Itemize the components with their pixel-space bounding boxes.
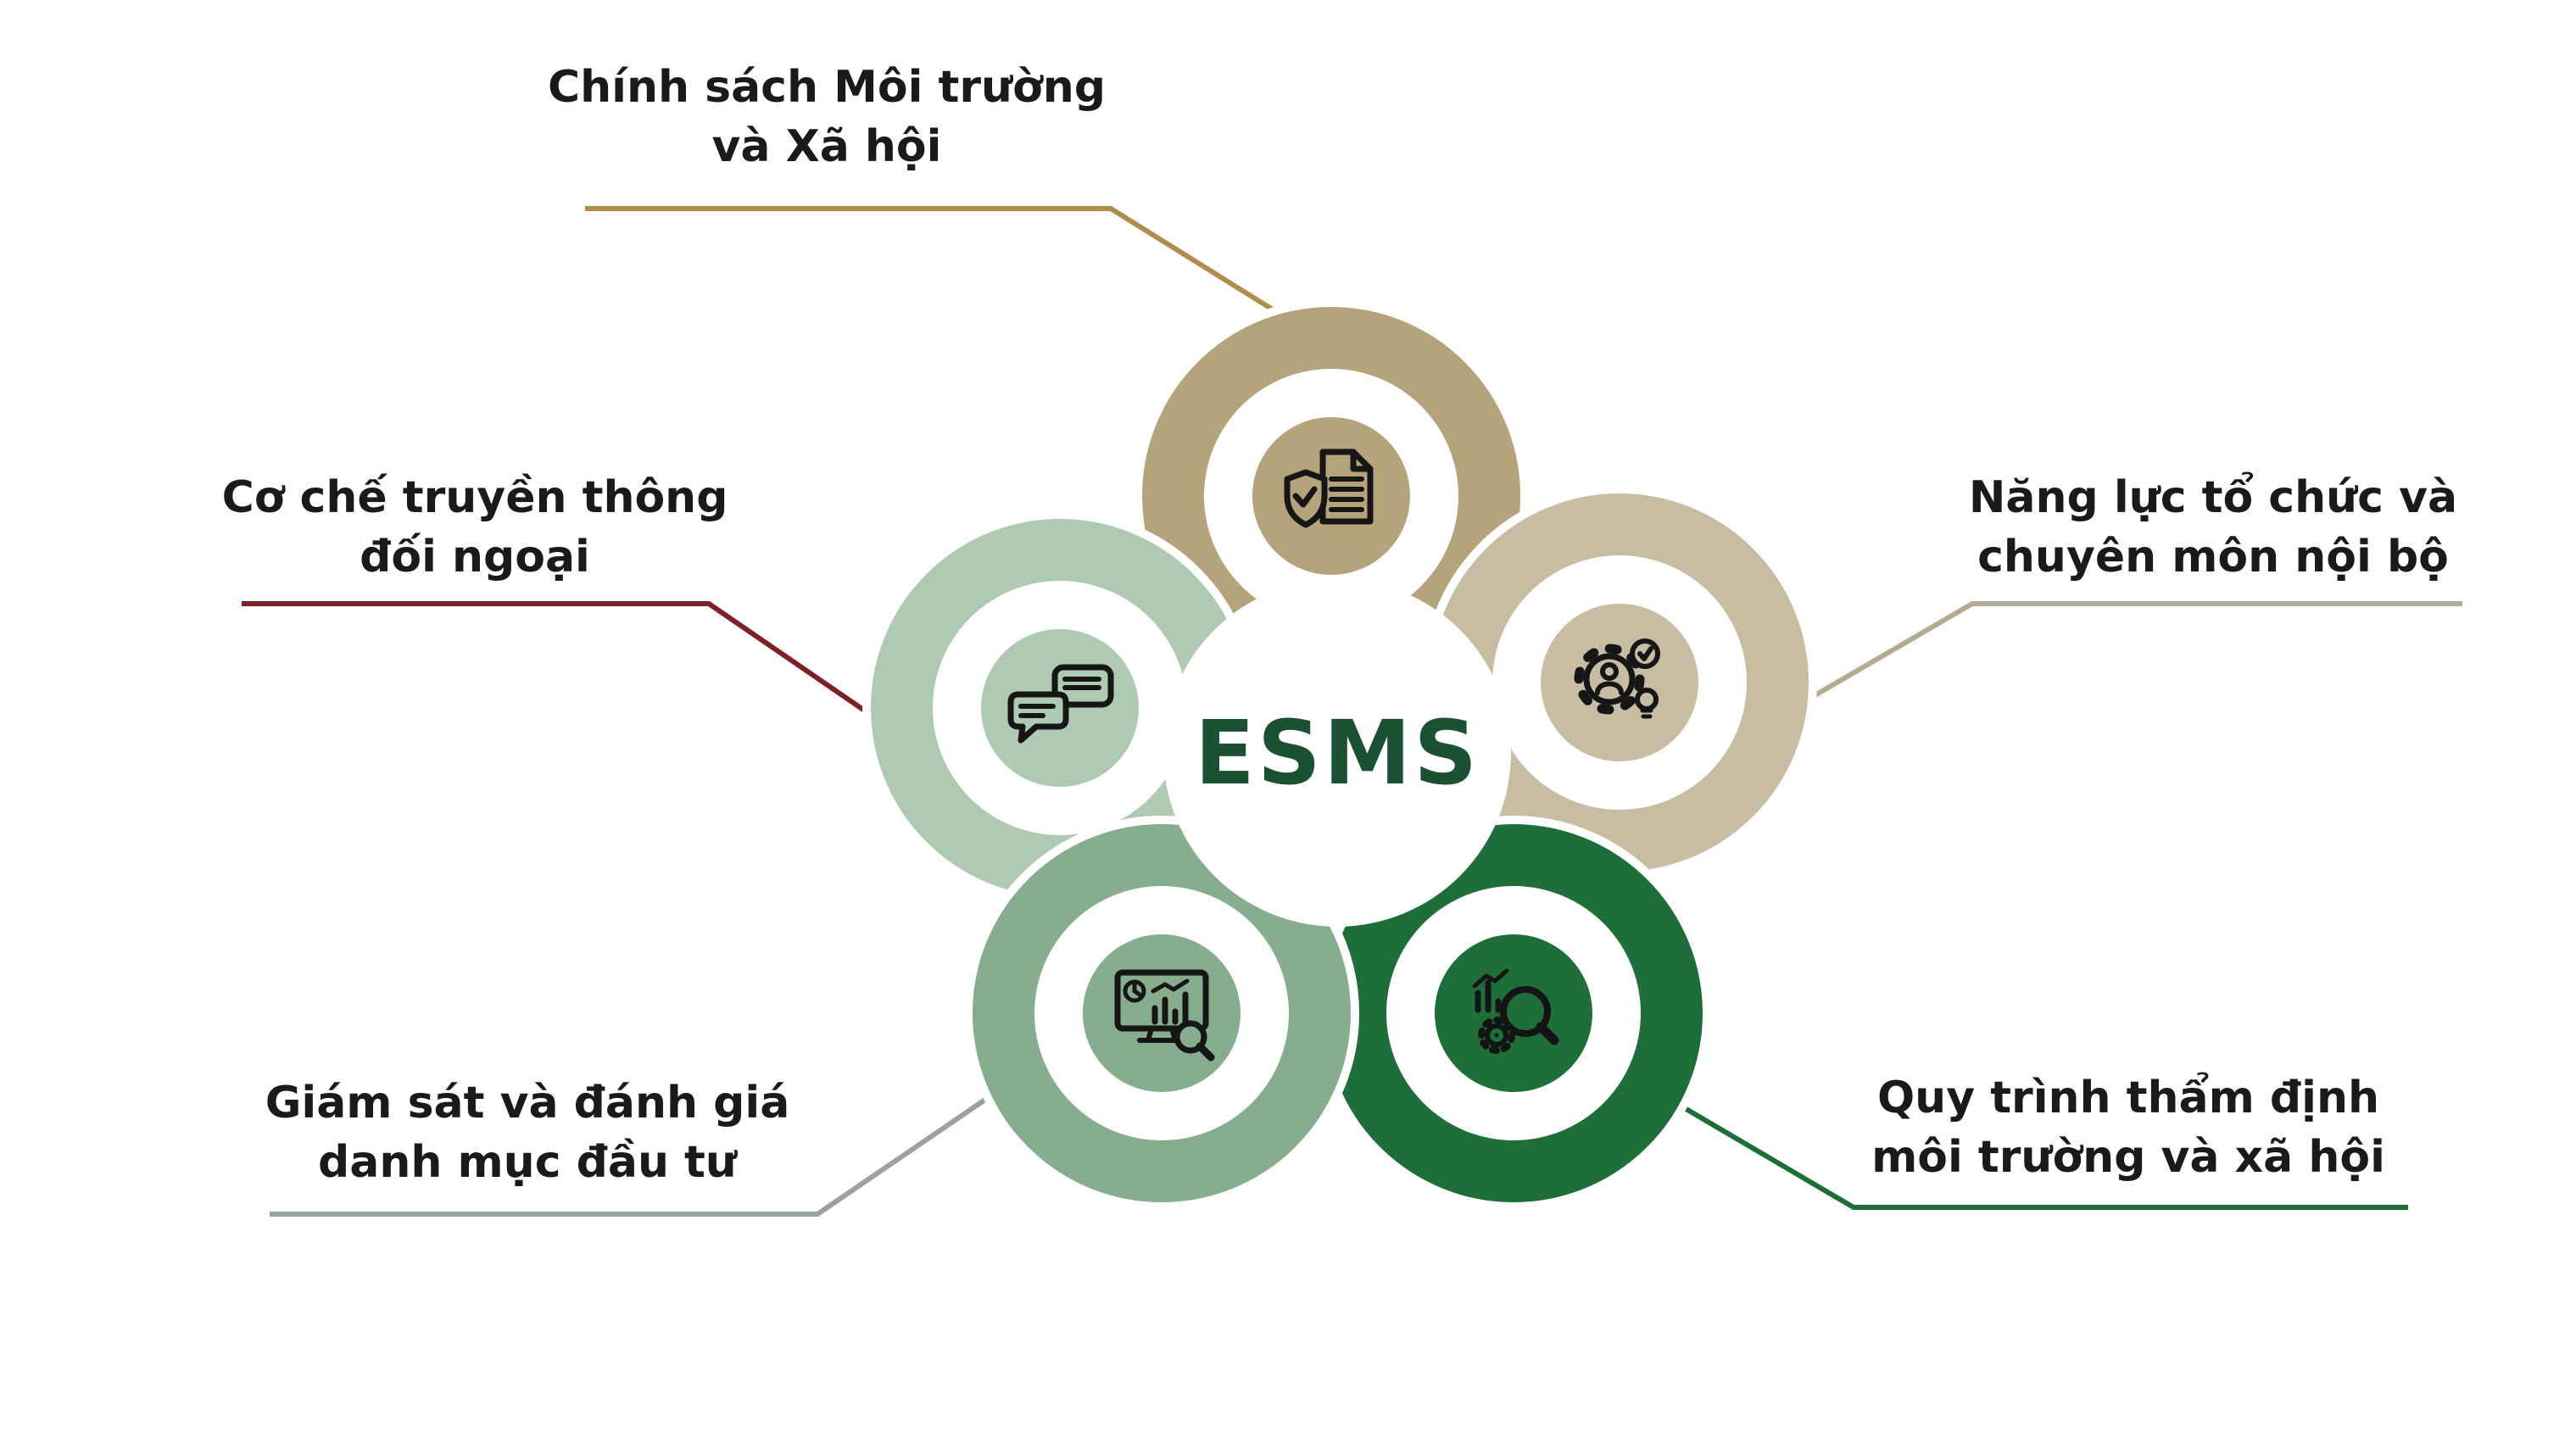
label-top: Chính sách Môi trường và Xã hội bbox=[548, 58, 1106, 176]
monitor-screen bbox=[1114, 969, 1209, 1032]
label-right-upper: Năng lực tổ chức và chuyên môn nội bộ bbox=[1969, 468, 2457, 587]
petal-right-upper-icon-bg bbox=[1541, 604, 1698, 761]
label-right-lower: Quy trình thẩm định môi trường và xã hội bbox=[1871, 1068, 2385, 1187]
label-left-lower-line1: Giám sát và đánh giá bbox=[265, 1078, 790, 1129]
label-top-line1: Chính sách Môi trường bbox=[547, 62, 1107, 113]
gear-center bbox=[1494, 1033, 1499, 1038]
chat-bubble-back bbox=[1051, 664, 1114, 708]
audit-magnifier-gear-icon bbox=[1472, 968, 1559, 1054]
chat-bubble-back-lines bbox=[1062, 677, 1101, 690]
gear-teeth bbox=[1574, 644, 1645, 715]
label-right-upper-line1: Năng lực tổ chức và bbox=[1968, 472, 2458, 523]
label-left-lower: Giám sát và đánh giá danh mục đầu tư bbox=[265, 1073, 790, 1192]
gear-teeth bbox=[1478, 1017, 1515, 1054]
petal-left-upper-icon-group bbox=[981, 629, 1139, 787]
connectors bbox=[242, 206, 2462, 1217]
petal-icons bbox=[981, 417, 1698, 1092]
chat-bubble-front-lines bbox=[1018, 704, 1056, 718]
petal-right-upper-icon-group bbox=[1541, 604, 1698, 761]
person-shoulders bbox=[1595, 681, 1624, 695]
shield-check bbox=[1292, 486, 1318, 508]
document-lines bbox=[1329, 476, 1364, 512]
label-right-lower-line1: Quy trình thẩm định bbox=[1876, 1073, 2380, 1123]
label-top-line2: và Xã hội bbox=[711, 121, 942, 173]
petal-left-lower-icon-group bbox=[1083, 934, 1241, 1092]
connector-right-upper bbox=[1796, 601, 2462, 708]
check-mark bbox=[1637, 646, 1653, 661]
lightbulb-base bbox=[1640, 708, 1653, 719]
trend-line bbox=[1151, 978, 1190, 994]
bar-chart bbox=[1475, 979, 1502, 1013]
center-white-area bbox=[1163, 579, 1511, 927]
connector-top bbox=[585, 206, 1284, 318]
person-head bbox=[1600, 662, 1619, 681]
label-right-lower-line2: môi trường và xã hội bbox=[1871, 1132, 2385, 1184]
petal-top-icon-group bbox=[1252, 417, 1410, 575]
shield-check-document-icon bbox=[1284, 449, 1374, 528]
gear-body bbox=[1583, 653, 1636, 705]
label-right-upper-line2: chuyên môn nội bộ bbox=[1977, 532, 2449, 583]
monitor-analytics-magnifier-icon bbox=[1114, 969, 1215, 1062]
magnifier-lens bbox=[1500, 986, 1551, 1037]
gear-person-check-lightbulb-icon bbox=[1574, 638, 1660, 719]
magnifier-handle bbox=[1536, 1022, 1559, 1045]
label-left-lower-line2: danh mục đầu tư bbox=[318, 1137, 737, 1189]
document-fold bbox=[1350, 449, 1374, 472]
connector-right-lower bbox=[1673, 1100, 2408, 1210]
bar-chart bbox=[1151, 991, 1189, 1025]
center-title: ESMS bbox=[1194, 701, 1480, 805]
petal-left-lower-icon-bg bbox=[1083, 934, 1241, 1092]
connector-left-upper bbox=[242, 601, 884, 725]
label-left-upper-line1: Cơ chế truyền thông bbox=[221, 472, 728, 523]
petal-right-lower-icon-bg bbox=[1435, 934, 1592, 1092]
chat-bubbles-icon bbox=[1007, 664, 1114, 744]
magnifier-handle bbox=[1196, 1042, 1215, 1062]
connector-left-lower bbox=[270, 1091, 995, 1217]
trend-arrow bbox=[1472, 968, 1509, 989]
label-left-upper: Cơ chế truyền thông đối ngoại bbox=[222, 468, 728, 587]
label-left-upper-line2: đối ngoại bbox=[360, 532, 590, 583]
petal-top-icon-bg bbox=[1252, 417, 1410, 575]
petal-right-lower-icon-group bbox=[1435, 934, 1592, 1092]
pie-wedge bbox=[1132, 979, 1145, 999]
gear-body bbox=[1485, 1023, 1508, 1047]
